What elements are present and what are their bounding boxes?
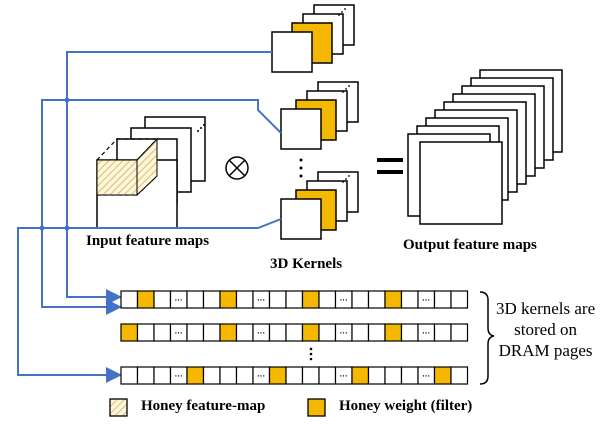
- dram-cell-ellipsis-text: ···: [175, 372, 183, 381]
- dram-cell: [400, 290, 419, 309]
- dram-cell: [367, 290, 386, 309]
- dram-cell: [400, 323, 419, 342]
- kernels-3d-label: 3D Kernels: [270, 256, 343, 272]
- dram-cell-ellipsis-text: ···: [340, 372, 348, 381]
- arrow-kernel-1: [66, 51, 272, 305]
- dram-cell: [318, 323, 337, 342]
- input-feature-maps-label: Input feature maps: [86, 233, 210, 249]
- dram-cell-honey-weight: [136, 290, 155, 309]
- dram-cell: [235, 366, 254, 385]
- output-map-front: [419, 141, 503, 225]
- dram-page-row-2: ··· ··· ··· ···: [120, 323, 469, 342]
- dram-pages: ··· ··· ··· ··· ··· ··· ··· ··· ··· ··· ··· ···: [120, 290, 469, 385]
- dram-cell: [433, 323, 452, 342]
- dram-note: 3D kernels are stored on DRAM pages: [496, 298, 595, 361]
- dram-cell-honey-weight: [433, 366, 452, 385]
- dram-cell-honey-weight: [219, 323, 238, 342]
- dram-cell: [400, 366, 419, 385]
- equals-sign: [377, 158, 403, 174]
- dram-cell-ellipsis-text: ···: [257, 296, 265, 305]
- dram-cell-honey-weight: [351, 366, 370, 385]
- kernel-stack-3: [280, 171, 359, 240]
- dram-cell-ellipsis-text: ···: [340, 329, 348, 338]
- kernel-to-dram-arrows: [17, 51, 282, 383]
- dram-cell: [202, 366, 221, 385]
- dram-cell: [433, 290, 452, 309]
- dram-note-line-3: DRAM pages: [498, 341, 593, 360]
- input-feature-maps: [96, 116, 206, 229]
- dram-cell-honey-weight: [384, 323, 403, 342]
- dram-cell: [351, 323, 370, 342]
- dram-cell-ellipsis-text: ···: [257, 372, 265, 381]
- dram-cell-ellipsis-text: ···: [422, 296, 430, 305]
- dram-cell: [351, 290, 370, 309]
- legend-feature-map-swatch: [109, 398, 128, 417]
- legend-weight-label: Honey weight (filter): [339, 398, 473, 414]
- dram-cell: [318, 290, 337, 309]
- output-feature-maps-label: Output feature maps: [403, 237, 537, 253]
- dram-cell: [153, 290, 172, 309]
- dram-cell-ellipsis-text: ···: [422, 329, 430, 338]
- dram-row-vertical-dots: [309, 347, 313, 361]
- dram-cell: [202, 323, 221, 342]
- dram-page-row-1: ··· ··· ··· ···: [120, 290, 469, 309]
- dram-cell-ellipsis-text: ···: [175, 329, 183, 338]
- kernel-stack-1: [271, 4, 355, 73]
- dram-cell: [136, 323, 155, 342]
- dram-cell: [202, 290, 221, 309]
- kernel-vertical-dots: [299, 158, 303, 178]
- dram-cell-ellipsis-text: ···: [422, 372, 430, 381]
- dram-cell: [268, 290, 287, 309]
- dram-cell-ellipsis-text: ···: [175, 296, 183, 305]
- dram-cell: [268, 323, 287, 342]
- dram-cell: [450, 323, 469, 342]
- dram-cell-honey-weight: [268, 366, 287, 385]
- dram-cell: [120, 366, 139, 385]
- arrow-kernel-3: [17, 218, 282, 383]
- dram-cell: [318, 366, 337, 385]
- dram-cell: [384, 366, 403, 385]
- kernel-stack-2: [280, 81, 359, 150]
- dram-cell: [120, 290, 139, 309]
- dram-page-row-3: ··· ··· ··· ···: [120, 366, 469, 385]
- dram-cell: [235, 290, 254, 309]
- dram-cell: [285, 323, 304, 342]
- dram-cell-honey-weight: [186, 366, 205, 385]
- legend-feature-map-label: Honey feature-map: [141, 398, 266, 414]
- dram-cell: [450, 290, 469, 309]
- arrow-junctions: [39, 97, 70, 231]
- dram-brace: [479, 291, 495, 385]
- dram-cell: [285, 290, 304, 309]
- dram-cell: [450, 366, 469, 385]
- dram-cell: [153, 323, 172, 342]
- dram-cell-ellipsis-text: ···: [257, 329, 265, 338]
- dram-cell-honey-weight: [301, 323, 320, 342]
- dram-cell-honey-weight: [120, 323, 139, 342]
- dram-cell: [153, 366, 172, 385]
- dram-cell: [186, 323, 205, 342]
- dram-cell: [367, 323, 386, 342]
- honey-feature-map-front: [96, 159, 138, 196]
- dram-cell-honey-weight: [301, 290, 320, 309]
- dram-note-line-2: stored on: [514, 320, 577, 339]
- dram-cell-honey-weight: [219, 290, 238, 309]
- dram-cell: [367, 366, 386, 385]
- dram-cell: [301, 366, 320, 385]
- dram-note-line-1: 3D kernels are: [496, 299, 596, 318]
- dram-cell: [136, 366, 155, 385]
- dram-cell-honey-weight: [384, 290, 403, 309]
- dram-cell: [219, 366, 238, 385]
- convolution-operator: [225, 156, 249, 180]
- dram-cell-ellipsis-text: ···: [340, 296, 348, 305]
- legend-weight-swatch: [307, 398, 326, 417]
- dram-cell: [285, 366, 304, 385]
- output-feature-maps: [407, 69, 563, 225]
- dram-cell: [186, 290, 205, 309]
- arrow-kernel-2: [41, 99, 282, 315]
- dram-cell: [235, 323, 254, 342]
